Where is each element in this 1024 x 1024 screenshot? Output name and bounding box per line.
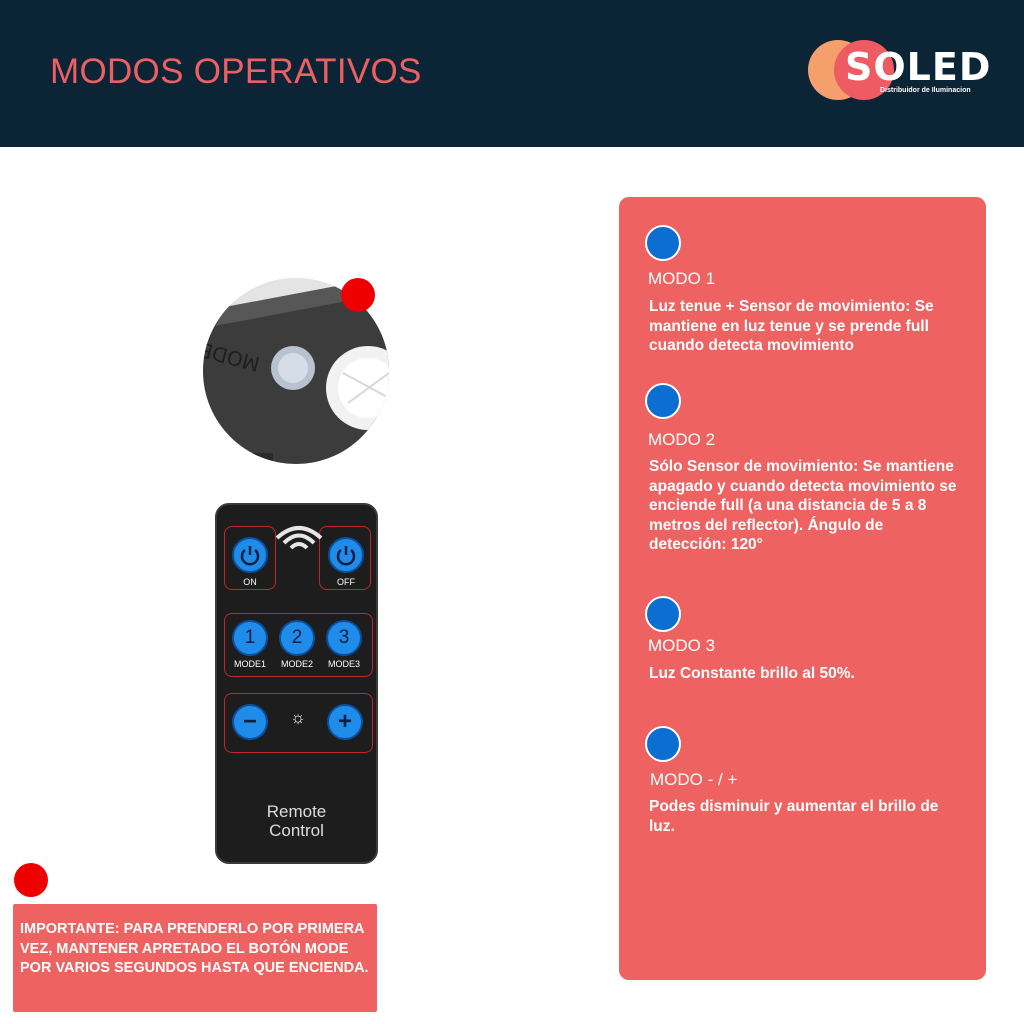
- mode1-description: Luz tenue + Sensor de movimiento: Se man…: [649, 298, 934, 354]
- power-on-button[interactable]: [232, 537, 268, 573]
- soled-logo: SOLED Distribuidor de Iluminacion: [808, 38, 998, 102]
- page-title: MODOS OPERATIVOS: [50, 52, 422, 91]
- remote-control: ON OFF 1 MODE1 2 MODE2 3 MODE3 − ☼ + Rem…: [215, 503, 378, 864]
- important-note: IMPORTANTE: PARA PRENDERLO POR PRIMERA V…: [13, 904, 377, 1012]
- modes-info-card: MODO 1 Luz tenue + Sensor de movimiento:…: [619, 197, 986, 980]
- logo-wordmark: SOLED: [845, 45, 992, 89]
- mode2-title: MODO 2: [648, 430, 716, 449]
- mode3-marker-dot: [645, 596, 681, 632]
- brightness-group: [224, 693, 373, 753]
- power-off-button[interactable]: [328, 537, 364, 573]
- mode1-label: MODE1: [233, 659, 266, 669]
- mode-buttons-group: [224, 613, 373, 677]
- mode2-button[interactable]: 2: [279, 620, 315, 656]
- logo-tagline: Distribuidor de Iluminacion: [880, 87, 971, 94]
- brightness-icon: ☼: [290, 708, 306, 727]
- remote-caption-line1: Remote: [266, 802, 327, 821]
- brightness-plus-button[interactable]: +: [327, 704, 363, 740]
- power-off-group: [319, 526, 371, 590]
- header-bar: MODOS OPERATIVOS SOLED Distribuidor de I…: [0, 0, 1024, 147]
- brightness-minus-button[interactable]: −: [232, 704, 268, 740]
- logo-circle-red: [834, 40, 894, 100]
- mode2-description: Sólo Sensor de movimiento: Se mantiene a…: [649, 458, 957, 553]
- power-on-label: ON: [243, 577, 257, 587]
- mode3-description: Luz Constante brillo al 50%.: [649, 665, 855, 682]
- mode3-label: MODE3: [327, 659, 360, 669]
- power-on-group: [224, 526, 276, 590]
- power-off-label: OFF: [337, 577, 355, 587]
- infrared-signal-icon: [275, 526, 323, 550]
- mode-plusminus-description: Podes disminuir y aumentar el brillo de …: [649, 798, 939, 835]
- mode1-button[interactable]: 1: [232, 620, 268, 656]
- mode3-title: MODO 3: [648, 636, 716, 655]
- mode2-marker-dot: [645, 383, 681, 419]
- mode3-button[interactable]: 3: [326, 620, 362, 656]
- mode-plusminus-marker-dot: [645, 726, 681, 762]
- important-marker-dot: [14, 863, 48, 897]
- mode-plusminus-title: MODO - / +: [650, 770, 738, 789]
- power-icon: [336, 546, 356, 566]
- mode2-label: MODE2: [280, 659, 313, 669]
- mode1-title: MODO 1: [648, 269, 716, 288]
- red-marker-dot: [341, 278, 375, 312]
- remote-caption-line2: Control: [269, 821, 324, 840]
- important-note-text: IMPORTANTE: PARA PRENDERLO POR PRIMERA V…: [20, 921, 369, 976]
- mode1-marker-dot: [645, 225, 681, 261]
- power-icon: [240, 546, 260, 566]
